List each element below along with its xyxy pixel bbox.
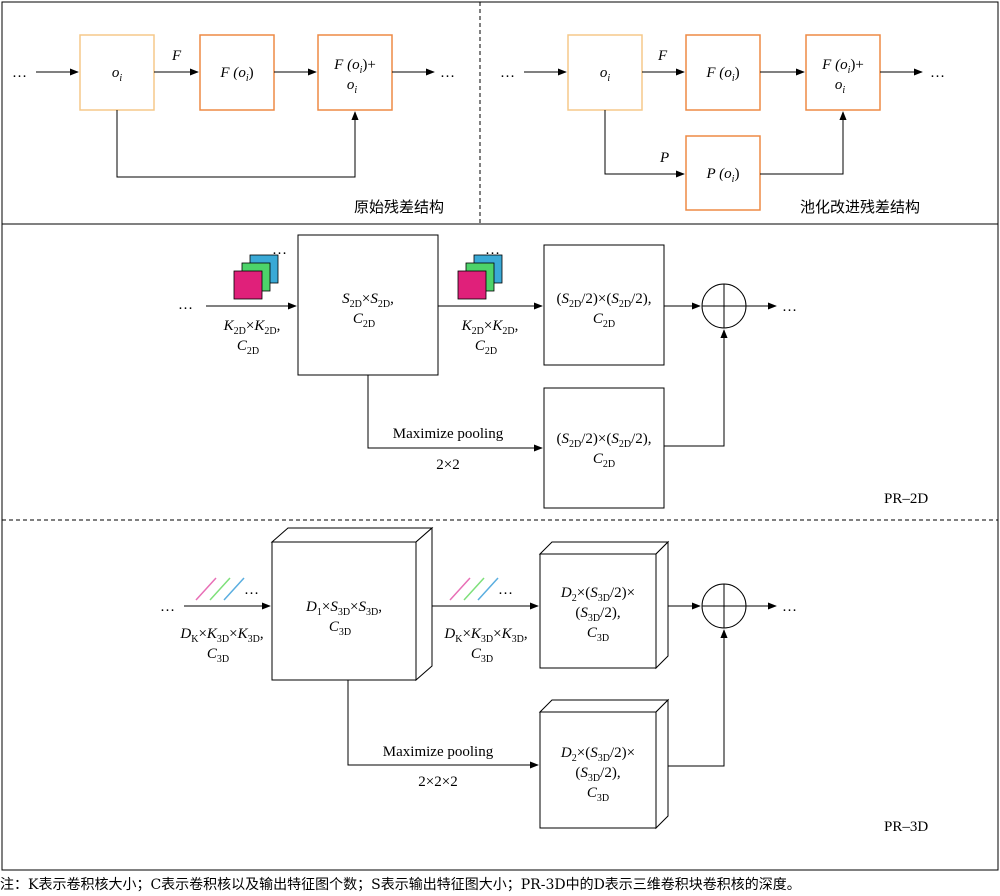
feature-map-stack-icon: … [233,242,287,300]
kernel-label-3d-line2: C3D [207,646,229,665]
kernel-label-3d-b-line1: DK×K3D×K3D, [443,626,527,645]
pr-2d-structure: … … K2D×K2D, C2D S2D×S2D, C2D … K2D×K2D,… [178,234,928,509]
kernel-slices-icon-2: … [449,577,513,601]
label-oi-r: oi [600,65,611,84]
label-p-oi: P (oi) [706,166,740,185]
section-label-pr3d: PR–3D [884,819,928,835]
label-f-oi-r: F (oi) [705,65,739,84]
ellipsis-in-r: … [500,65,515,81]
output-cube-3d [538,540,670,670]
stack-ellipsis-2: … [485,242,500,258]
feature-map-stack-icon-2: … [457,242,503,300]
pool-block-2d [543,387,665,509]
section-label-pr2d: PR–2D [884,491,928,507]
add-operator-icon-2d [701,283,747,329]
kernel-label-2d-line1: K2D×K2D, [223,318,281,337]
ellipsis-in: … [12,65,27,81]
ellipsis-out-2d: … [782,299,797,315]
pool-cube-3d [538,698,670,830]
pr-3d-structure: … … DK×K3D×K3D, C3D D1×S3D×S3D, C3D … DK… [160,526,928,835]
conv-cube-3d-line2: C3D [329,619,351,638]
kernel-label-3d-line1: DK×K3D×K3D, [179,626,263,645]
output-cube-3d-line1: D2×(S3D/2)× [560,585,635,604]
ellipsis-out-3d: … [782,599,797,615]
pool-cube-3d-line1: D2×(S3D/2)× [560,745,635,764]
kernel-slices-icon: … [195,577,259,601]
pool-branch-in [604,110,685,178]
pool-cube-3d-line2: (S3D/2), [575,765,620,784]
label-sum-r-line2: oi [835,77,846,96]
conv-block-2d-line2: C2D [353,311,375,330]
label-f-oi: F (oi) [219,65,253,84]
output-cube-3d-line3: C3D [587,625,609,644]
original-residual-structure: … oi F F (oi) F (oi)+ oi … 原始残差结构 [12,34,455,216]
label-sum-r-line1: F (oi)+ [821,57,864,76]
pool-size-3d: 2×2×2 [418,774,457,790]
pool-branch-3d [347,680,539,769]
output-cube-3d-line2: (S3D/2), [575,605,620,624]
conv-block-2d-line1: S2D×S2D, [342,291,394,310]
output-block-2d [543,244,665,366]
label-p: P [659,150,669,166]
pool-branch-out [760,111,847,175]
pool-to-add-2d [664,329,728,447]
kernel-label-2d-b-line2: C2D [475,338,497,357]
label-f-r: F [657,48,668,64]
pool-size-2d: 2×2 [436,457,459,473]
outer-frame [1,1,999,871]
slices-ellipsis: … [244,582,259,598]
kernel-label-2d-line2: C2D [237,338,259,357]
conv-cube-3d [270,526,434,682]
caption-pooling: 池化改进残差结构 [800,198,920,216]
ellipsis-out: … [440,65,455,81]
ellipsis-in-3d: … [160,599,175,615]
pool-block-2d-line2: C2D [593,451,615,470]
stack-ellipsis: … [272,242,287,258]
output-block-2d-line1: (S2D/2)×(S2D/2), [556,291,651,310]
pool-cube-3d-line3: C3D [587,785,609,804]
pool-to-add-3d [668,629,728,767]
caption-original: 原始残差结构 [354,198,444,216]
pooling-residual-structure: … oi F F (oi) F (oi)+ oi … P P (oi) 池化改进… [500,34,945,216]
label-sum-line2: oi [347,77,358,96]
slices-ellipsis-2: … [498,582,513,598]
output-block-2d-line2: C2D [593,311,615,330]
add-operator-icon-3d [701,583,747,629]
ellipsis-out-r: … [930,65,945,81]
pool-text-3d: Maximize pooling [383,744,494,760]
conv-cube-3d-line1: D1×S3D×S3D, [305,599,382,618]
skip-connection [116,110,359,178]
diagram-canvas: … oi F F (oi) F (oi)+ oi … 原始残差结构 … oi F… [1,1,999,871]
conv-block-2d [297,234,439,376]
ellipsis-in-2d: … [178,297,193,313]
label-f: F [171,48,182,64]
kernel-label-2d-b-line1: K2D×K2D, [461,318,519,337]
label-oi: oi [112,65,123,84]
box-oi [79,34,155,111]
label-sum-line1: F (oi)+ [333,57,376,76]
pool-block-2d-line1: (S2D/2)×(S2D/2), [556,431,651,450]
box-p-oi [685,135,761,211]
pool-text-2d: Maximize pooling [393,426,504,442]
footnote: 注：K表示卷积核大小；C表示卷积核以及输出特征图个数；S表示输出特征图大小；PR… [0,877,801,893]
kernel-label-3d-b-line2: C3D [471,646,493,665]
pool-branch-2d [367,375,543,452]
